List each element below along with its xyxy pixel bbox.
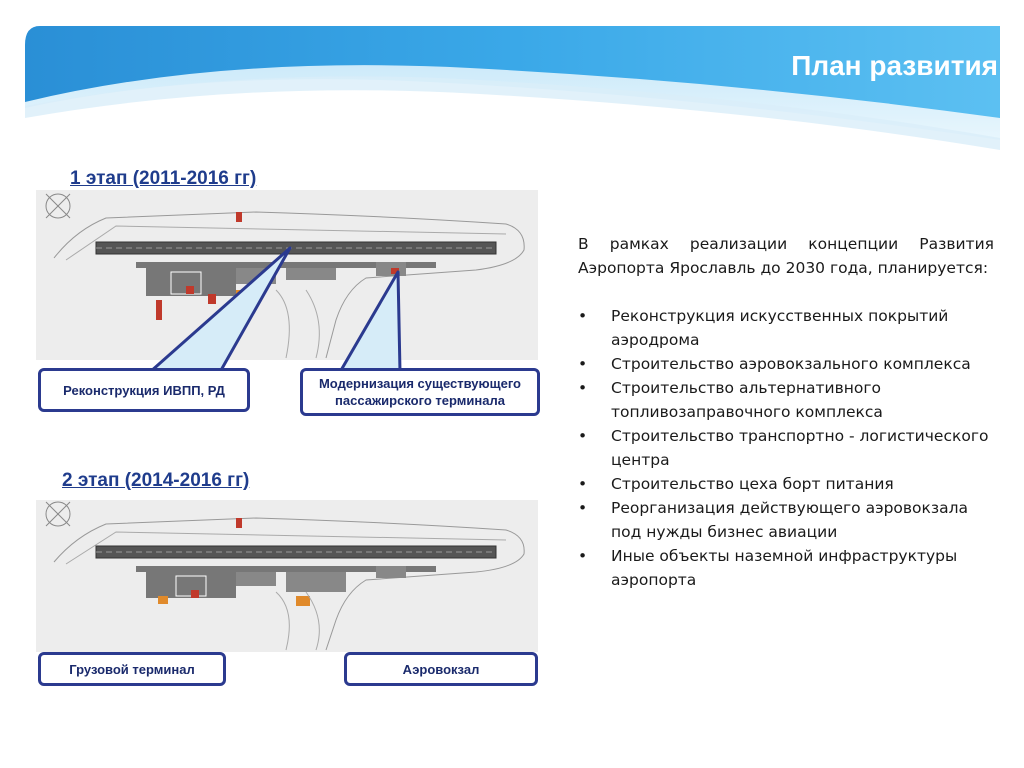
list-item: •Строительство транспортно - логистическ… [578, 424, 994, 472]
slide-title: План развития [791, 50, 998, 81]
header-wave [25, 26, 1000, 150]
plan-list: •Реконструкция искусственных покрытий аэ… [578, 304, 994, 592]
list-item: •Строительство альтернативного топливоза… [578, 376, 994, 424]
stage2-title: 2 этап (2014-2016 гг) [62, 470, 250, 491]
list-item: •Реорганизация действующего аэровокзала … [578, 496, 994, 544]
list-item: •Строительство аэровокзального комплекса [578, 352, 994, 376]
bullet-icon: • [578, 427, 588, 445]
bullet-icon: • [578, 355, 588, 373]
stage1-airport-map [36, 190, 538, 360]
callout-cargo-terminal: Грузовой терминал [38, 652, 226, 686]
list-item: •Строительство цеха борт питания [578, 472, 994, 496]
plan-intro: В рамках реализации концепции Развития А… [578, 235, 994, 277]
bullet-icon: • [578, 307, 588, 325]
callout-terminal-modernization: Модернизация существующего пассажирского… [300, 368, 540, 416]
bullet-icon: • [578, 379, 588, 397]
bullet-icon: • [578, 499, 588, 517]
stage1-title: 1 этап (2011-2016 гг) [70, 168, 257, 189]
list-item: •Реконструкция искусственных покрытий аэ… [578, 304, 994, 352]
callout-runway-reconstruction: Реконструкция ИВПП, РД [38, 368, 250, 412]
list-item: •Иные объекты наземной инфраструктуры аэ… [578, 544, 994, 592]
bullet-icon: • [578, 547, 588, 565]
bullet-icon: • [578, 475, 588, 493]
header-banner [0, 0, 1024, 180]
callout-air-terminal: Аэровокзал [344, 652, 538, 686]
stage2-airport-map [36, 500, 538, 652]
development-plan-text: В рамках реализации концепции Развития А… [578, 232, 994, 592]
